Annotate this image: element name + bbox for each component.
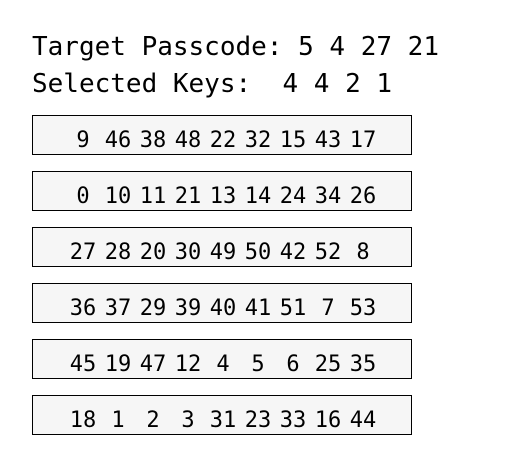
key-button[interactable]: 13 (209, 184, 237, 209)
key-button[interactable]: 49 (209, 240, 237, 265)
target-passcode-value: 5 4 27 21 (298, 32, 439, 62)
key-button[interactable]: 10 (104, 184, 132, 209)
key-button[interactable]: 51 (279, 296, 307, 321)
key-button[interactable]: 53 (349, 296, 377, 321)
key-button[interactable]: 52 (314, 240, 342, 265)
key-button[interactable]: 35 (349, 352, 377, 377)
key-button[interactable]: 41 (244, 296, 272, 321)
key-button[interactable]: 47 (139, 352, 167, 377)
key-button[interactable]: 7 (321, 296, 335, 321)
key-button[interactable]: 46 (104, 128, 132, 153)
key-button[interactable]: 15 (279, 128, 307, 153)
key-button[interactable]: 0 (76, 184, 90, 209)
key-button[interactable]: 26 (349, 184, 377, 209)
key-button[interactable]: 24 (279, 184, 307, 209)
target-passcode-line: Target Passcode: 5 4 27 21 (32, 32, 439, 62)
key-button[interactable]: 39 (174, 296, 202, 321)
key-button[interactable]: 11 (139, 184, 167, 209)
key-button[interactable]: 20 (139, 240, 167, 265)
keypad-row[interactable]: 9 46 38 48 22 32 15 43 17 (32, 115, 412, 155)
key-button[interactable]: 22 (209, 128, 237, 153)
key-button[interactable]: 36 (69, 296, 97, 321)
key-button[interactable]: 29 (139, 296, 167, 321)
key-button[interactable]: 6 (286, 352, 300, 377)
key-button[interactable]: 19 (104, 352, 132, 377)
key-button[interactable]: 17 (349, 128, 377, 153)
selected-keys-label: Selected Keys: (32, 69, 252, 99)
key-button[interactable]: 4 (216, 352, 230, 377)
key-button[interactable]: 21 (174, 184, 202, 209)
key-button[interactable]: 48 (174, 128, 202, 153)
key-button[interactable]: 50 (244, 240, 272, 265)
key-button[interactable]: 40 (209, 296, 237, 321)
key-button[interactable]: 14 (244, 184, 272, 209)
key-button[interactable]: 18 (69, 408, 97, 433)
key-button[interactable]: 44 (349, 408, 377, 433)
key-button[interactable]: 38 (139, 128, 167, 153)
key-button[interactable]: 28 (104, 240, 132, 265)
key-button[interactable]: 25 (314, 352, 342, 377)
key-button[interactable]: 9 (76, 128, 90, 153)
key-button[interactable]: 27 (69, 240, 97, 265)
key-button[interactable]: 34 (314, 184, 342, 209)
keypad-row[interactable]: 27 28 20 30 49 50 42 52 8 (32, 227, 412, 267)
key-button[interactable]: 42 (279, 240, 307, 265)
key-button[interactable]: 30 (174, 240, 202, 265)
key-button[interactable]: 2 (146, 408, 160, 433)
key-button[interactable]: 1 (111, 408, 125, 433)
keypad-row[interactable]: 36 37 29 39 40 41 51 7 53 (32, 283, 412, 323)
selected-keys-value: 4 4 2 1 (282, 69, 393, 99)
key-button[interactable]: 43 (314, 128, 342, 153)
key-button[interactable]: 12 (174, 352, 202, 377)
key-button[interactable]: 31 (209, 408, 237, 433)
key-button[interactable]: 37 (104, 296, 132, 321)
key-button[interactable]: 45 (69, 352, 97, 377)
selected-keys-line: Selected Keys: 4 4 2 1 (32, 69, 392, 99)
key-button[interactable]: 16 (314, 408, 342, 433)
key-button[interactable]: 5 (251, 352, 265, 377)
key-button[interactable]: 33 (279, 408, 307, 433)
key-button[interactable]: 32 (244, 128, 272, 153)
key-button[interactable]: 23 (244, 408, 272, 433)
keypad-row[interactable]: 0 10 11 21 13 14 24 34 26 (32, 171, 412, 211)
key-button[interactable]: 8 (356, 240, 370, 265)
target-passcode-label: Target Passcode: (32, 32, 283, 62)
key-button[interactable]: 3 (181, 408, 195, 433)
